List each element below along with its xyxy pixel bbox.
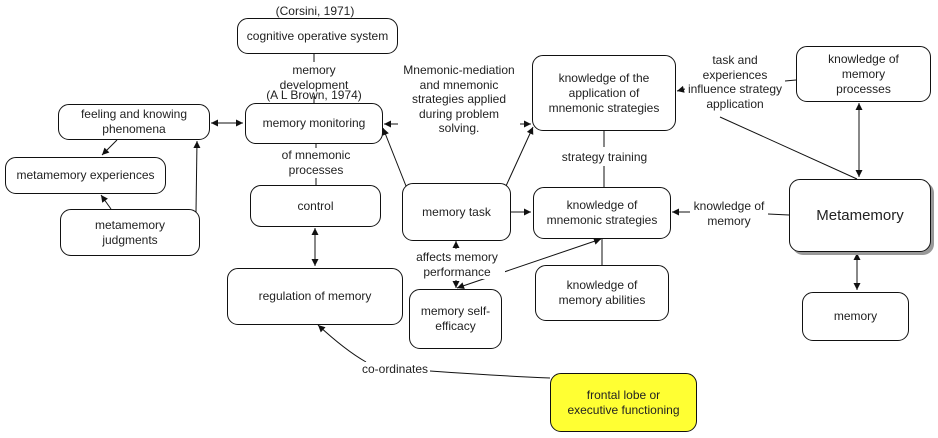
node-memory-task[interactable]: memory task [402,183,511,241]
edge-judgments-feeling [193,140,201,213]
edge-coordinates-regulation [317,324,367,363]
node-metamemory-experiences[interactable]: metamemory experiences [5,157,166,194]
label-strategy-training: strategy training [557,150,652,165]
node-cognitive-operative-system[interactable]: cognitive operative system [237,18,398,54]
node-knowledge-memory-processes[interactable]: knowledge of memory processes [796,46,931,102]
node-knowledge-application[interactable]: knowledge of the application of mnemonic… [532,55,676,131]
edge-metamemory-task-exp [719,116,858,180]
label-of-mnemonic-processes: of mnemonic processes [276,148,356,177]
edge-processes-task-exp [784,79,797,82]
label-brown: (A L Brown, 1974) [266,88,362,102]
edge-frontal-coordinates [429,370,551,379]
label-memory-development: memory development [274,63,354,92]
node-memory[interactable]: memory [802,292,909,341]
node-feeling-knowing-phenomena[interactable]: feeling and knowing phenomena [58,104,210,140]
edge-strategies-efficacy [456,237,602,290]
label-corsini: (Corsini, 1971) [275,4,355,18]
edge-metamemory-knowmem [767,213,790,216]
node-knowledge-mnemonic-strategies[interactable]: knowledge of mnemonic strategies [533,187,671,239]
label-affects-memory-performance: affects memory performance [409,250,505,279]
edge-judgments-experiences [100,194,112,210]
label-mnemonic-mediation: Mnemonic-mediation and mnemonic strategi… [398,63,520,136]
label-knowledge-of-memory: knowledge of memory [690,199,768,228]
label-coordinates: co-ordinates [360,362,430,377]
edge-task-exp-application [676,85,686,93]
label-task-experiences: task and experiences influence strategy … [685,53,785,111]
edge-task-monitoring [382,127,407,187]
edge-task-application [505,126,534,187]
node-metamemory-judgments[interactable]: metamemory judgments [60,209,200,256]
node-frontal-lobe[interactable]: frontal lobe or executive functioning [550,373,697,432]
node-memory-monitoring[interactable]: memory monitoring [245,103,383,144]
node-regulation-of-memory[interactable]: regulation of memory [227,268,403,325]
edge-feeling-experiences [101,139,118,156]
node-memory-self-efficacy[interactable]: memory self-efficacy [409,289,502,349]
node-knowledge-memory-abilities[interactable]: knowledge of memory abilities [535,265,669,321]
node-metamemory[interactable]: Metamemory [789,179,931,252]
node-control[interactable]: control [250,185,381,227]
